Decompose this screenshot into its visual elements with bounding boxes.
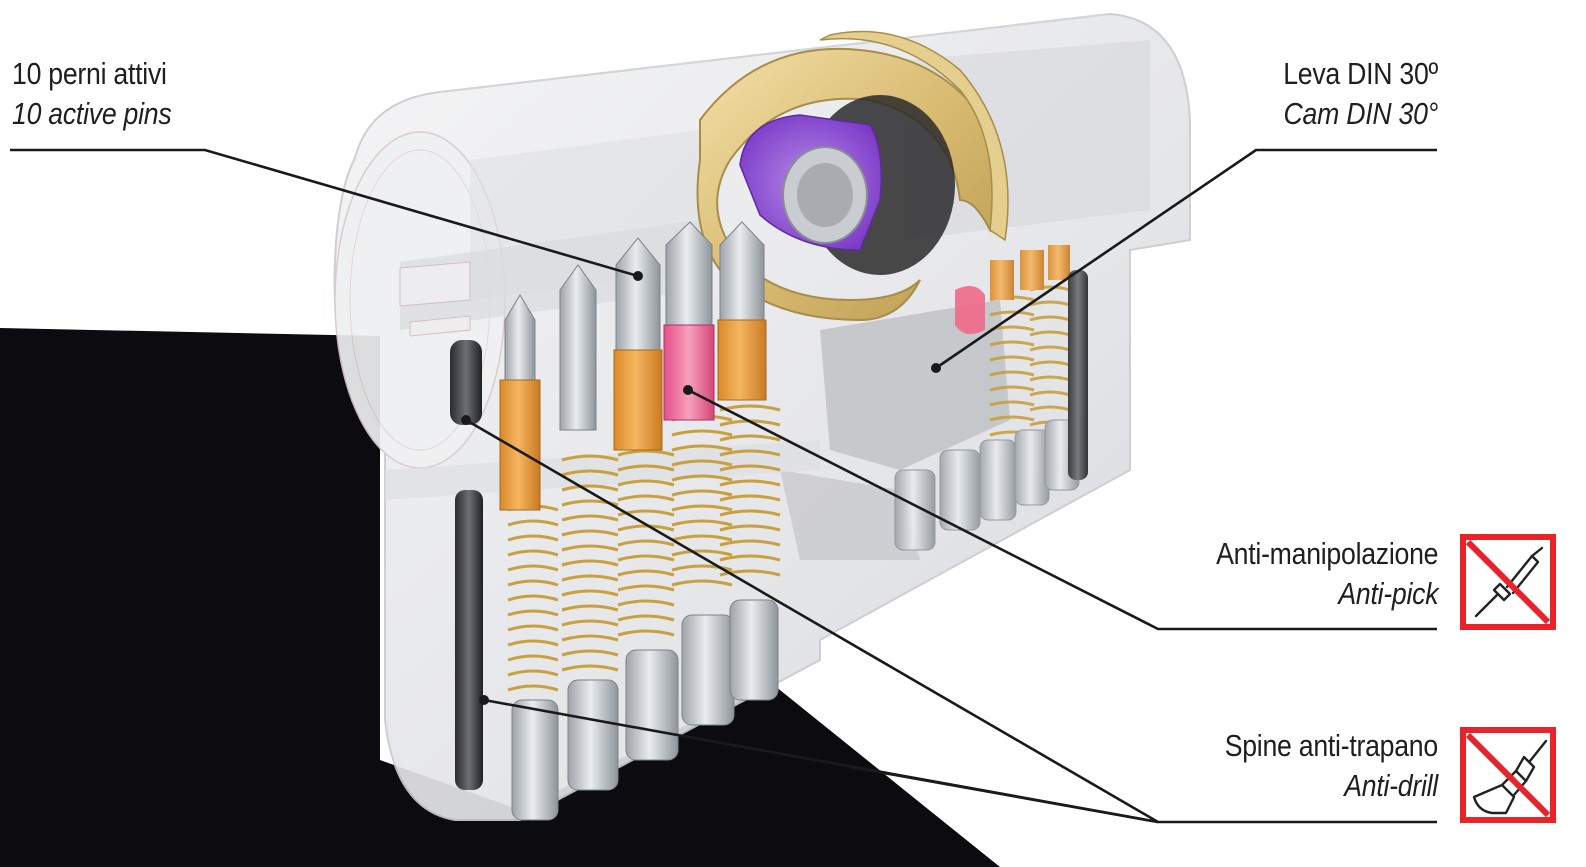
pin-stacks-left	[499, 221, 781, 821]
bottom-pins	[511, 599, 779, 821]
anti-drill-pin-top	[450, 340, 482, 425]
leader-pins	[10, 148, 639, 278]
label-anti-pick: Anti-manipolazione Anti-pick	[1216, 534, 1438, 614]
pin-stacks-right	[894, 245, 1088, 551]
label-cam: Leva DIN 30º Cam DIN 30°	[1283, 54, 1438, 134]
leader-lines	[10, 148, 1437, 824]
label-active-pins: 10 perni attivi 10 active pins	[12, 54, 172, 134]
label-anti-pick-en: Anti-pick	[1338, 576, 1438, 611]
anti-drill-pin-bottom	[455, 490, 483, 790]
leader-pick	[687, 388, 1437, 631]
label-cam-en: Cam DIN 30°	[1283, 96, 1438, 131]
leader-cam	[935, 148, 1437, 370]
cam-din-30	[696, 30, 1009, 322]
anti-pick-icon	[1460, 534, 1556, 630]
label-active-pins-it: 10 perni attivi	[12, 56, 167, 91]
label-anti-drill-en: Anti-drill	[1344, 768, 1438, 803]
label-anti-drill-it: Spine anti-trapano	[1224, 728, 1438, 763]
door-base	[0, 328, 1000, 867]
label-active-pins-en: 10 active pins	[12, 96, 172, 131]
label-anti-pick-it: Anti-manipolazione	[1215, 536, 1438, 571]
label-cam-it: Leva DIN 30º	[1283, 56, 1438, 91]
anti-drill-icon	[1460, 727, 1556, 823]
top-pins	[499, 221, 767, 511]
label-anti-drill: Spine anti-trapano Anti-drill	[1225, 726, 1438, 806]
